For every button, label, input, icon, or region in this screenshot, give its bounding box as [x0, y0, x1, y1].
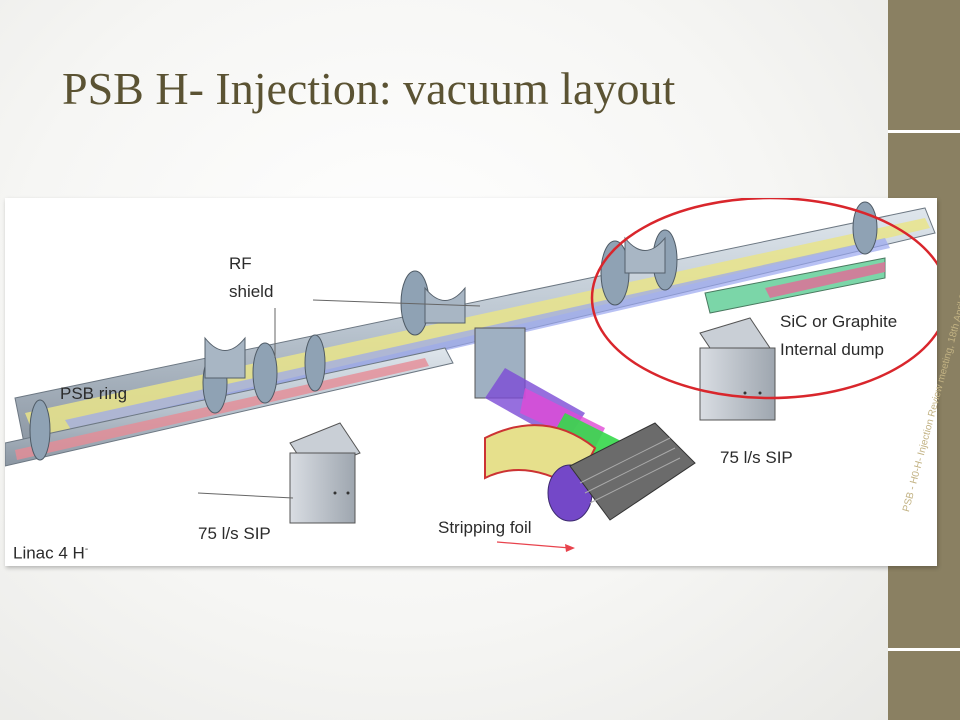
pointer-lines — [197, 299, 481, 499]
dump-label: SiC or Graphite Internal dump — [780, 308, 897, 364]
dump-label-line2: Internal dump — [780, 340, 884, 359]
ion-pump-right — [699, 317, 776, 421]
internal-dump — [704, 257, 886, 314]
rf-shield-label: RF shield — [229, 250, 273, 306]
rf-shield-label-line1: RF — [229, 254, 252, 273]
dump-label-line1: SiC or Graphite — [780, 312, 898, 331]
linac4-label-text: Linac 4 H — [13, 543, 85, 563]
highlight-circle — [590, 198, 937, 400]
psb-ring-label: PSB ring — [60, 384, 128, 403]
stripping-foil-unit — [547, 422, 696, 522]
sip-right-label: 75 l/s SIP — [720, 448, 793, 467]
vacuum-layout-diagram: RF shield PSB ring SiC or Graphite Inter… — [5, 198, 937, 566]
rf-shield-label-line2: shield — [229, 282, 274, 301]
stripping-foil-label: Stripping foil — [438, 518, 532, 537]
sidebar-divider — [888, 648, 960, 651]
saddle-supports — [204, 236, 666, 379]
slide-title: PSB H- Injection: vacuum layout — [62, 63, 676, 114]
sip-left-label: 75 l/s SIP — [198, 524, 271, 543]
linac-beam-line — [5, 347, 454, 467]
linac4-label: Linac 4 H- — [13, 536, 88, 566]
linac4-superscript: - — [84, 544, 89, 555]
ion-pump-left — [289, 422, 361, 524]
beamline-illustration — [5, 198, 937, 552]
stripping-foil-arrow — [496, 541, 575, 552]
sidebar-divider — [888, 130, 960, 133]
